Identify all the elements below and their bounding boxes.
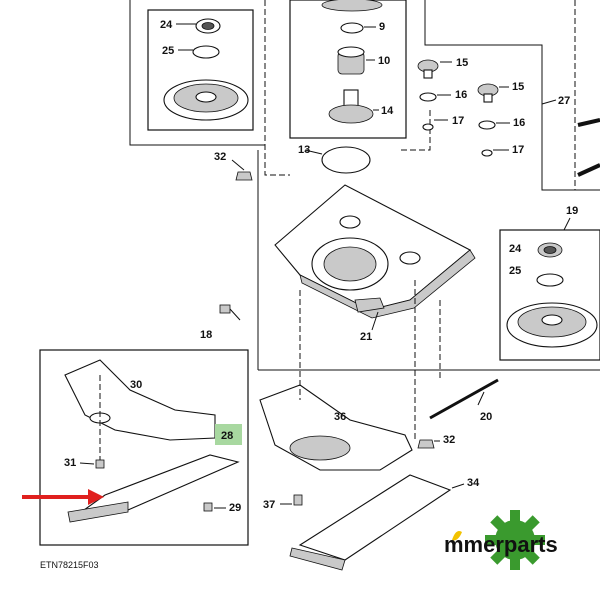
callout-16: 16 — [455, 89, 467, 101]
callout-25: 25 — [162, 45, 174, 57]
pointer-arrow — [22, 489, 104, 505]
callout-17: 17 — [452, 115, 464, 127]
callout-29: 29 — [229, 502, 241, 514]
alignment-dashes — [99, 280, 441, 460]
callout-32-bottom: 32 — [443, 434, 455, 446]
plug-assembly-group: 15 16 17 15 16 17 — [417, 57, 525, 157]
inset-skid-box: 30 31 29 — [39, 349, 249, 546]
inset-gear-box-left: 24 25 — [147, 9, 254, 131]
rod-20: 20 — [429, 378, 499, 423]
callout-20: 20 — [480, 411, 492, 423]
callout-28: 28 — [221, 430, 233, 442]
callout-32-top: 32 — [214, 151, 226, 163]
callout-9: 9 — [379, 21, 385, 33]
callout-10: 10 — [378, 55, 390, 67]
callout-17-right: 17 — [512, 144, 524, 156]
callout-34: 34 — [467, 477, 480, 489]
assembly-frame-lines — [129, 0, 600, 371]
callout-21: 21 — [360, 331, 372, 343]
o-ring-13: 13 — [298, 144, 371, 174]
highlight-callout-28: 28 — [215, 424, 242, 445]
callout-37: 37 — [263, 499, 275, 511]
callout-15-right: 15 — [512, 81, 524, 93]
callout-24: 24 — [160, 19, 173, 31]
gearbox-housing: 21 — [274, 184, 476, 343]
callout-13: 13 — [298, 144, 310, 156]
callout-31: 31 — [64, 457, 76, 469]
rod-27: 27 — [541, 95, 600, 177]
callout-15: 15 — [456, 57, 468, 69]
inset-pinion-box: 9 10 14 — [289, 0, 407, 139]
callout-18: 18 — [200, 329, 212, 341]
inset-gear-box-right: 19 24 25 — [499, 205, 600, 361]
callout-16-right: 16 — [513, 117, 525, 129]
diagram-code: ETN78215F03 — [40, 560, 99, 570]
callout-14: 14 — [381, 105, 394, 117]
bolt-18: 18 — [200, 304, 241, 341]
callout-27: 27 — [558, 95, 570, 107]
callout-19: 19 — [566, 205, 578, 217]
brand-logo: mmerparts — [444, 510, 558, 570]
gear-icon — [485, 510, 545, 570]
leaf-icon — [452, 531, 462, 541]
callout-36: 36 — [334, 411, 346, 423]
bolt-32-top: 32 — [214, 151, 253, 181]
lower-skid-assembly: 36 32 34 37 — [259, 384, 480, 571]
callout-24-right: 24 — [509, 243, 522, 255]
callout-25-right: 25 — [509, 265, 521, 277]
brand-name: mmerparts — [444, 532, 558, 557]
callout-30: 30 — [130, 379, 142, 391]
